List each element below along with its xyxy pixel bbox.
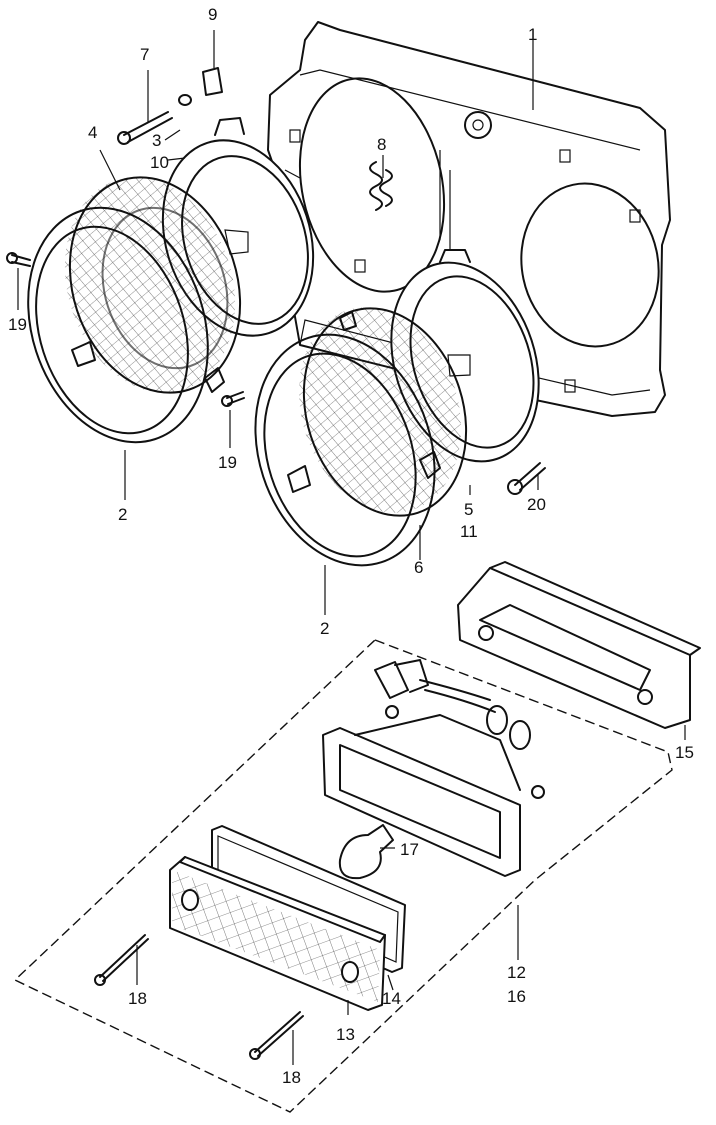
callout-18-lower: 18 (282, 1068, 301, 1087)
turn-signal-lens (169, 856, 386, 1011)
callout-2-left: 2 (118, 505, 127, 524)
callout-20: 20 (527, 495, 546, 514)
nut-9 (178, 67, 223, 106)
screw-19-mid (221, 391, 245, 407)
callout-12: 12 (507, 963, 526, 982)
callout-5: 5 (464, 500, 473, 519)
callout-15: 15 (675, 743, 694, 762)
right-headlight-unit (254, 307, 468, 567)
callout-19-mid: 19 (218, 453, 237, 472)
turn-signal-bezel (457, 561, 701, 729)
adjuster-spring (369, 161, 393, 211)
callout-7: 7 (140, 45, 149, 64)
callout-4: 4 (88, 123, 97, 142)
callout-17: 17 (400, 840, 419, 859)
callout-9: 9 (208, 5, 217, 24)
screw-20 (507, 462, 546, 495)
callout-16: 16 (507, 987, 526, 1006)
callout-1: 1 (528, 25, 537, 44)
bulb (338, 824, 394, 880)
screw-19-left (6, 252, 31, 267)
screw-18-upper (94, 934, 149, 986)
callout-18-upper: 18 (128, 989, 147, 1008)
callout-2-right: 2 (320, 619, 329, 638)
screw-7 (117, 111, 173, 145)
callout-19-left: 19 (8, 315, 27, 334)
left-headlight-unit (27, 176, 242, 444)
callout-3: 3 (152, 131, 161, 150)
callout-6: 6 (414, 558, 423, 577)
turn-signal-housing (322, 659, 545, 877)
callout-8: 8 (377, 135, 386, 154)
callout-13: 13 (336, 1025, 355, 1044)
callout-labels: 1 2 2 3 4 5 6 7 8 9 10 11 12 13 14 15 16… (8, 5, 694, 1087)
callout-11: 11 (460, 522, 478, 541)
leader-lines (17, 30, 686, 1065)
callout-14: 14 (382, 989, 401, 1008)
screw-18-lower (249, 1011, 304, 1060)
callout-10: 10 (150, 153, 169, 172)
